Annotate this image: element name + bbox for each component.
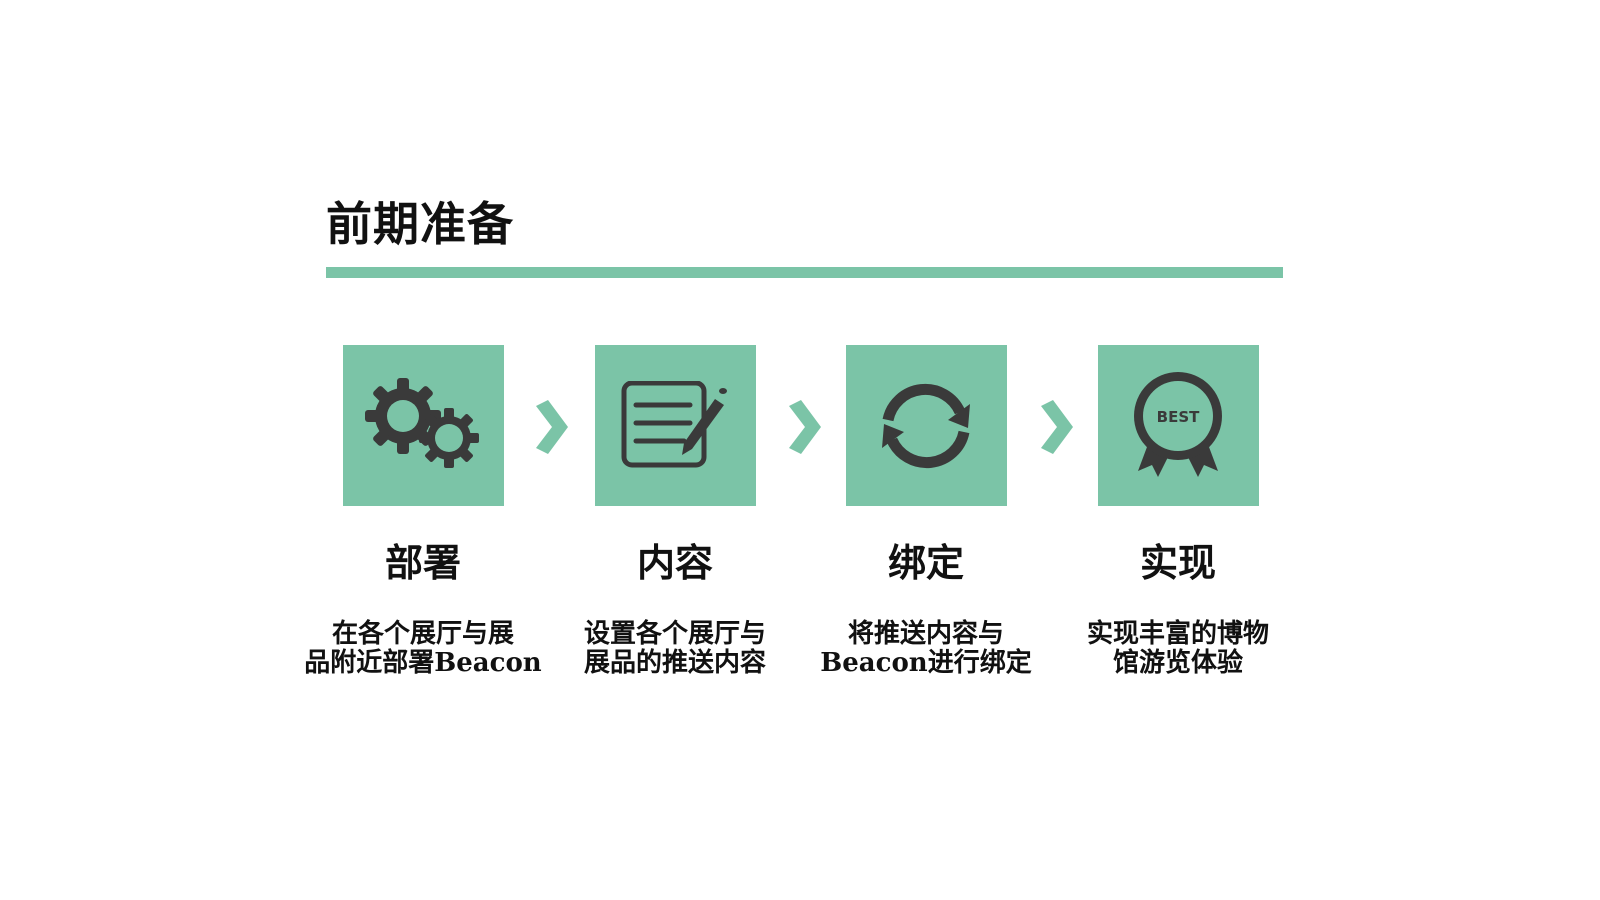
step-description: 在各个展厅与展 品附近部署Beacon [304, 619, 542, 678]
chevron-right-icon [536, 400, 568, 454]
step-realize: BEST 实现 实现丰富的博物 馆游览体验 [1048, 345, 1308, 678]
chevron-right-icon [1041, 400, 1073, 454]
gears-icon [365, 377, 479, 468]
step-icon-box: BEST [1097, 345, 1259, 506]
page-title: 前期准备 [326, 197, 514, 251]
refresh-icon [882, 383, 970, 468]
step-deploy: 部署 在各个展厅与展 品附近部署Beacon [293, 345, 553, 678]
note-edit-icon [621, 380, 727, 467]
step-icon-box [594, 345, 756, 506]
step-content: 内容 设置各个展厅与 展品的推送内容 [545, 345, 805, 678]
title-underline [326, 267, 1283, 278]
step-description: 将推送内容与 Beacon进行绑定 [820, 619, 1032, 678]
step-description: 设置各个展厅与 展品的推送内容 [583, 619, 766, 678]
step-label: 部署 [384, 540, 461, 585]
step-label: 内容 [636, 540, 713, 585]
chevron-right-icon [789, 400, 821, 454]
award-badge-icon: BEST [1134, 371, 1222, 477]
step-bind: 绑定 将推送内容与 Beacon进行绑定 [796, 345, 1056, 678]
step-icon-box [342, 345, 504, 506]
step-description: 实现丰富的博物 馆游览体验 [1086, 619, 1269, 678]
badge-text: BEST [1157, 408, 1200, 426]
step-icon-box [845, 345, 1007, 506]
step-label: 实现 [1139, 540, 1216, 585]
step-label: 绑定 [887, 540, 964, 585]
